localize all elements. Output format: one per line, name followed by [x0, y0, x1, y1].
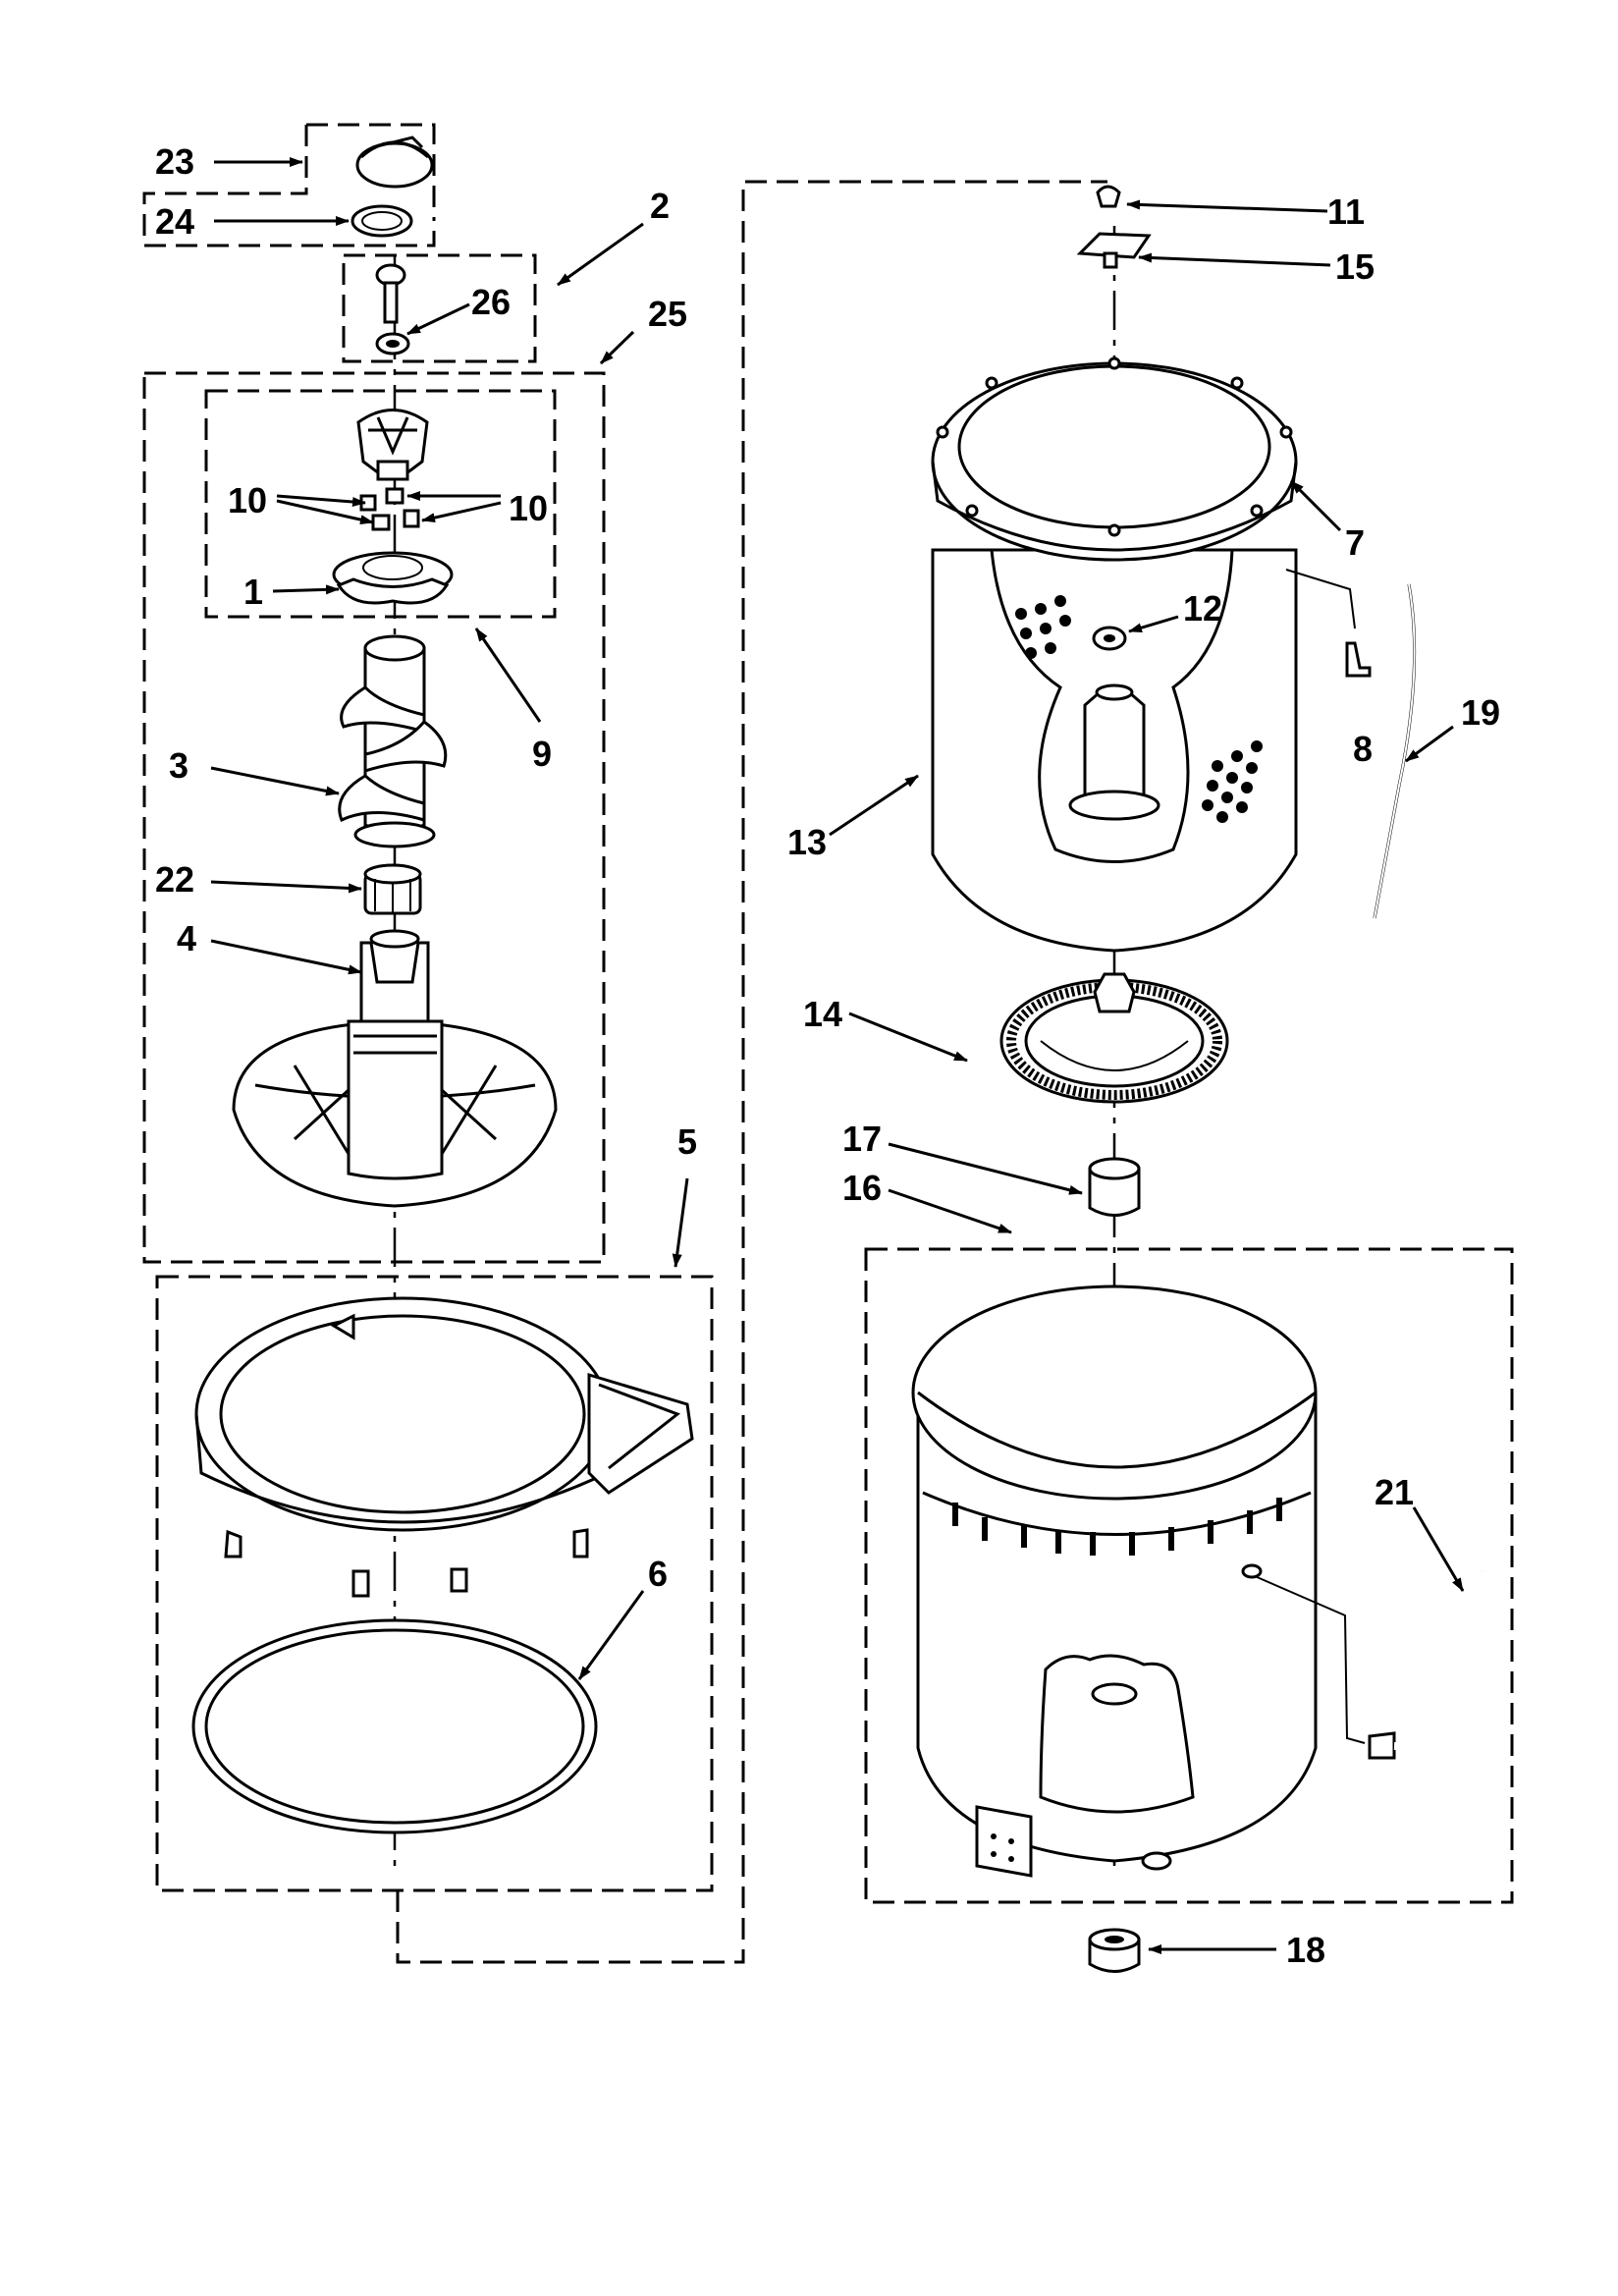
label-1: 1	[243, 572, 263, 612]
part-5-tub-ring	[194, 1296, 694, 1598]
group-boxes	[142, 123, 1514, 1964]
part-22-bearing	[363, 863, 422, 915]
label-17: 17	[842, 1119, 882, 1159]
part-21-drain-hose	[1254, 1570, 1486, 1760]
part-11-clip	[1096, 185, 1121, 208]
part-14-brake	[999, 972, 1229, 1104]
label-15: 15	[1335, 246, 1375, 287]
part-17-coupling	[1088, 1157, 1141, 1217]
label-6: 6	[648, 1554, 668, 1594]
label-2: 2	[650, 186, 670, 226]
label-22: 22	[155, 859, 194, 900]
label-3: 3	[169, 745, 189, 786]
label-11: 11	[1327, 191, 1365, 232]
part-24-seal-ring	[351, 204, 413, 238]
part-13-basket	[931, 548, 1298, 953]
label-4: 4	[177, 918, 196, 958]
label-16: 16	[842, 1168, 882, 1208]
part-16-tub	[911, 1285, 1318, 1878]
label-23: 23	[155, 141, 194, 182]
label-10-left: 10	[228, 480, 267, 520]
label-25: 25	[648, 294, 687, 334]
label-19: 19	[1461, 692, 1500, 733]
label-18: 18	[1286, 1930, 1325, 1970]
part-1-agitator-cap	[332, 551, 454, 605]
callout-labels: 23 24 2 26 25 10 10 1 9 3 22 4 5 6 11 15…	[155, 141, 1500, 1970]
part-19-hose	[1373, 583, 1417, 919]
label-13: 13	[787, 822, 827, 862]
label-24: 24	[155, 201, 194, 242]
part-26-bolt	[375, 263, 410, 355]
part-4-agitator	[232, 929, 558, 1208]
part-18-plug	[1088, 1928, 1141, 1973]
label-10-right: 10	[509, 488, 548, 528]
part-8-clip	[1285, 569, 1372, 678]
part-9-cam-assembly	[356, 409, 429, 481]
part-3-auger	[338, 634, 448, 848]
part-23-cap	[355, 136, 434, 189]
label-8: 8	[1353, 729, 1373, 769]
label-9: 9	[532, 734, 552, 774]
part-6-ring	[191, 1618, 598, 1834]
part-12-nut	[1092, 626, 1127, 651]
label-12: 12	[1183, 588, 1222, 629]
part-15-bracket	[1076, 232, 1152, 269]
label-21: 21	[1375, 1472, 1414, 1512]
label-5: 5	[677, 1121, 697, 1162]
label-7: 7	[1345, 522, 1365, 563]
part-7-balance-ring	[931, 356, 1298, 562]
leader-arrows	[210, 157, 1465, 1954]
label-26: 26	[471, 282, 511, 322]
label-14: 14	[803, 994, 842, 1034]
